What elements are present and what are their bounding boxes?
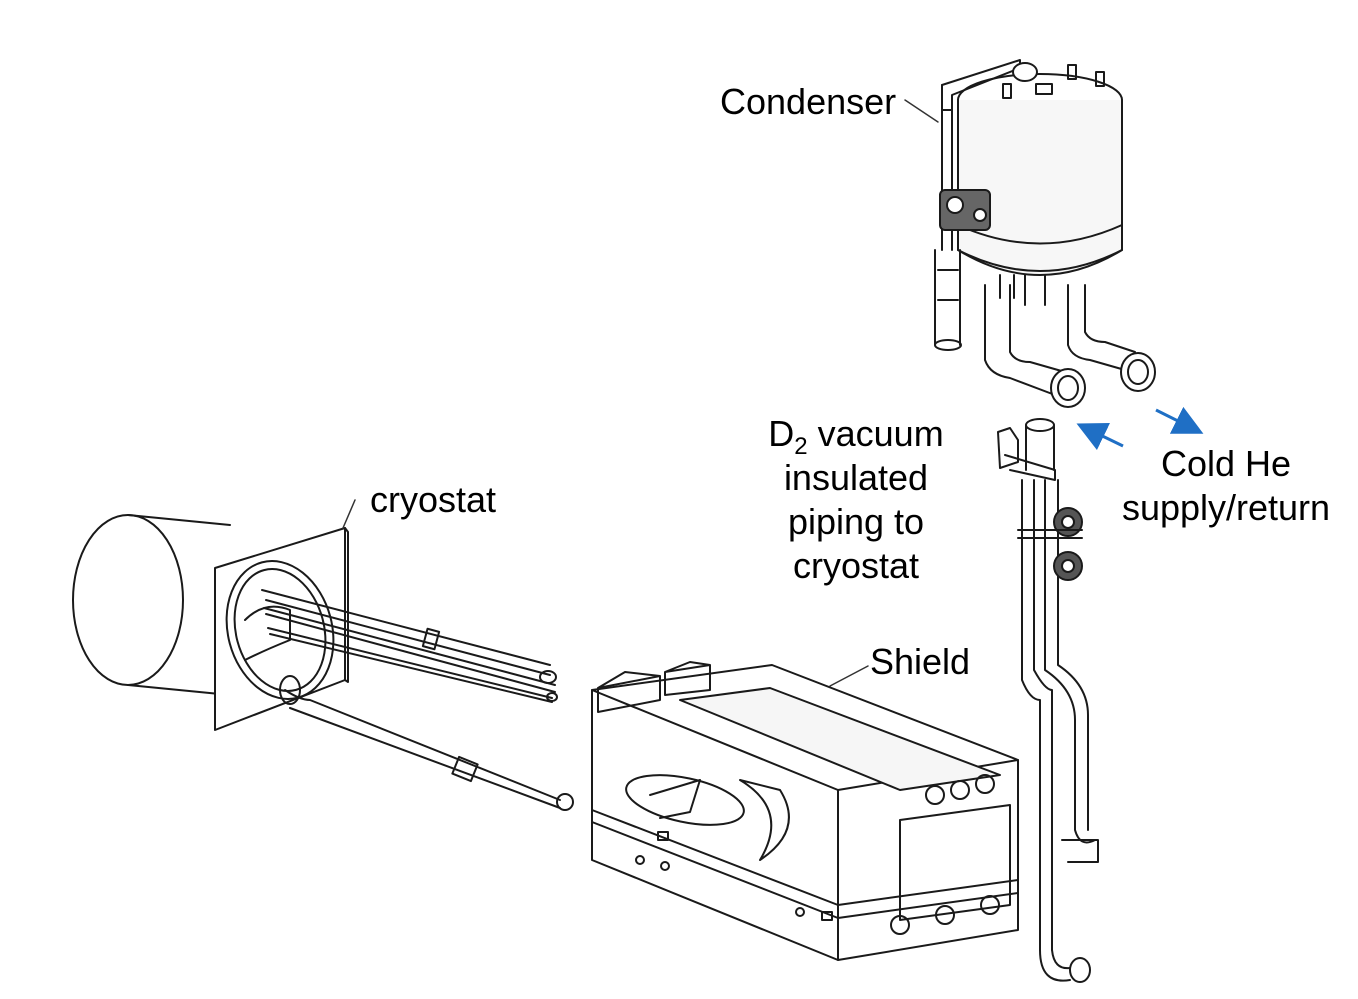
d2-piping-label: D2 vacuum insulated piping to cryostat: [748, 412, 964, 588]
d2-piping-drawing: [997, 418, 1099, 983]
d2-piping-label-line2: insulated: [783, 457, 929, 498]
d2-piping-label-line3: piping to: [787, 501, 925, 542]
shield-drawing: [591, 661, 1019, 961]
cold-he-label-line2: supply/return: [1121, 487, 1331, 528]
cryostat-drawing: [72, 514, 574, 811]
d2-vacuum-text: vacuum: [807, 413, 944, 454]
cold-he-label-line1: Cold He: [1160, 443, 1292, 484]
d2-subscript: 2: [794, 433, 808, 460]
he-supply-arrow: [1076, 423, 1124, 451]
d2-piping-label-line1: D2 vacuum: [748, 412, 964, 459]
condenser-label: Condenser: [720, 81, 897, 122]
d2-piping-label-line4: cryostat: [792, 545, 920, 586]
cold-he-label: Cold He supply/return: [1108, 442, 1344, 530]
shield-label: Shield: [870, 641, 971, 682]
cryostat-label: cryostat: [370, 479, 497, 520]
he-return-arrow: [1155, 406, 1204, 434]
condenser-drawing: [934, 59, 1156, 408]
d2-symbol: D: [768, 413, 795, 454]
